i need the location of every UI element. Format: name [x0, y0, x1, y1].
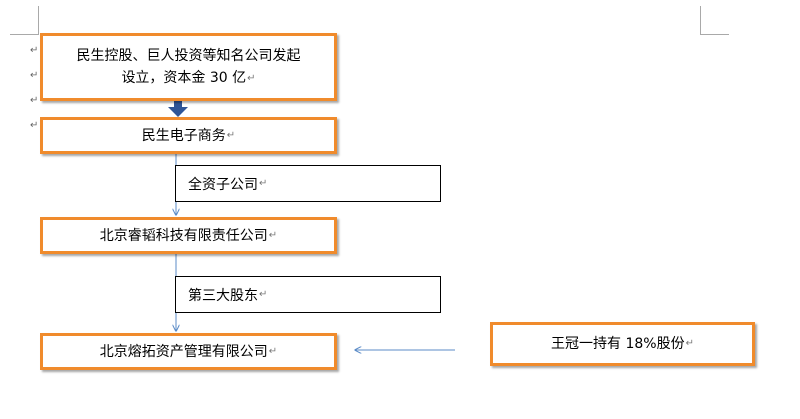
paragraph-mark: ↵	[247, 72, 256, 84]
paragraph-mark: ↵	[685, 338, 694, 349]
block-arrow-founders-to-ecommerce	[168, 100, 188, 117]
node-minsheng-ecommerce-label: 民生电子商务	[141, 127, 226, 144]
node-ruitao: 北京睿韬科技有限责任公司↵	[40, 217, 337, 254]
node-founders: 民生控股、巨人投资等知名公司发起 设立，资本金 30 亿↵	[40, 33, 337, 101]
node-minsheng-ecommerce: 民生电子商务↵	[40, 117, 337, 154]
crop-mark-top-right	[700, 6, 729, 35]
node-rongtuo: 北京熔拓资产管理有限公司↵	[40, 333, 337, 370]
edge-label-wholly-owned-text: 全资子公司	[188, 176, 258, 193]
paragraph-mark: ↵	[268, 345, 278, 357]
paragraph-mark: ↵	[30, 95, 39, 106]
edge-label-third-shareholder: 第三大股东↵	[175, 276, 441, 313]
paragraph-mark: ↵	[259, 289, 268, 300]
paragraph-mark: ↵	[268, 229, 278, 241]
edge-label-third-shareholder-text: 第三大股东	[188, 287, 258, 304]
edge-label-wholly-owned: 全资子公司↵	[175, 165, 441, 202]
crop-mark-top-left	[10, 6, 39, 35]
node-ruitao-label: 北京睿韬科技有限责任公司	[99, 227, 268, 244]
node-wangguan: 王冠一持有 18%股份↵	[490, 322, 755, 366]
paragraph-mark: ↵	[226, 129, 236, 141]
paragraph-mark: ↵	[30, 120, 39, 131]
paragraph-mark: ↵	[30, 45, 39, 56]
node-founders-line1: 民生控股、巨人投资等知名公司发起	[76, 47, 301, 64]
node-wangguan-label: 王冠一持有 18%股份	[551, 336, 685, 352]
paragraph-mark: ↵	[30, 70, 39, 81]
node-founders-line2: 设立，资本金 30 亿	[121, 69, 247, 86]
paragraph-mark: ↵	[259, 178, 268, 189]
node-rongtuo-label: 北京熔拓资产管理有限公司	[99, 343, 268, 360]
